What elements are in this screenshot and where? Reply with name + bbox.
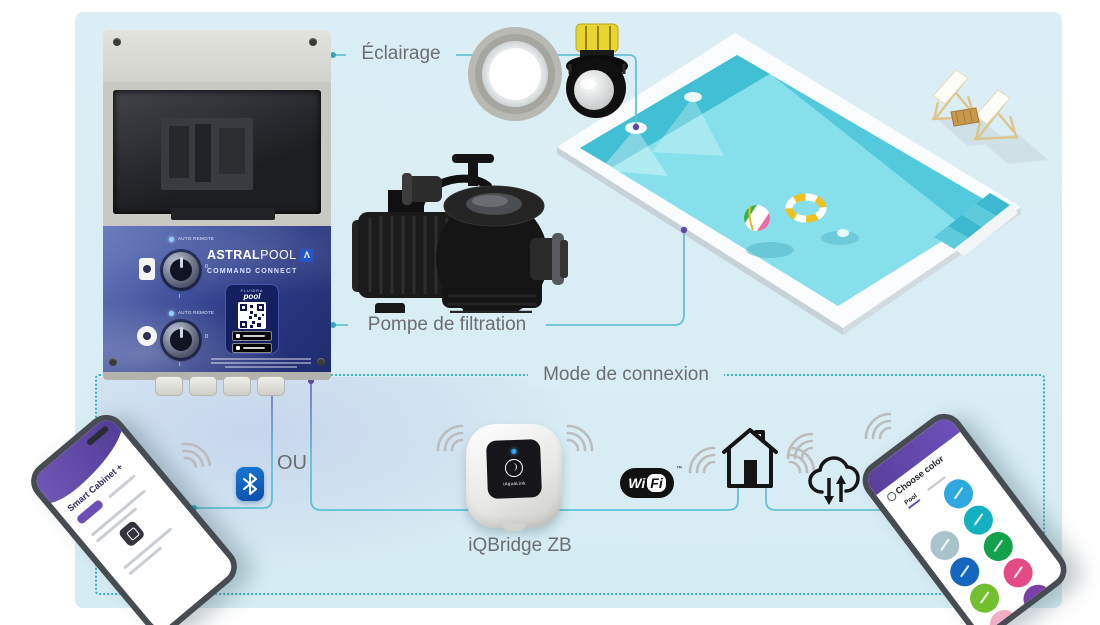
status-led [169,237,174,242]
product-name: COMMAND CONNECT [207,268,298,275]
cable-gland [223,376,251,396]
app-store-badge[interactable] [232,331,272,342]
switch-label: AUTO REMOTE [178,236,215,241]
knob-mark: 0 [205,264,209,270]
fluidra-brand: FLUIDRA [240,288,264,293]
trademark-symbol: ™ [676,466,682,472]
screw-icon [113,38,121,46]
qr-card: FLUIDRA pool [225,284,279,354]
astralpool-mark-icon: Λ [300,248,314,262]
screw-icon [309,38,317,46]
knob-mark: I [179,362,181,368]
or-label: OU [277,452,307,474]
aqualink-brand: iAquaLink [503,480,526,487]
status-led [169,311,174,316]
filtration-icon[interactable] [117,519,146,548]
circuit-breakers [161,118,253,190]
bluetooth-icon [236,467,264,501]
cabinet-window [113,90,321,220]
iqbridge-device: iAquaLink [466,424,562,531]
switch-label: AUTO REMOTE [178,310,215,315]
screw-icon [109,358,117,366]
pump-knob[interactable] [163,322,199,358]
disclaimer-line [211,362,311,364]
knob-mark: I [179,294,181,300]
lighting-knob[interactable] [163,252,199,288]
status-led [510,448,516,455]
bridge-label: iQBridge ZB [468,535,572,556]
cabinet-lid [103,30,331,84]
cable-gland [189,376,217,396]
qr-code [238,302,266,330]
connection-mode-label: Mode de connexion [528,363,724,387]
cable-gland [155,376,183,396]
iqbridge-panel: iAquaLink [486,439,542,499]
wifi-logo: Wi Fi ™ [620,466,682,502]
cabinet-flange [103,372,331,380]
cabinet-window-frame [103,82,331,226]
cabinet-handle[interactable] [171,208,275,220]
google-play-badge[interactable] [232,343,272,353]
disclaimer-line [211,358,311,360]
aqualink-logo-icon [504,458,524,478]
screw-icon [317,358,325,366]
pump-label: Pompe de filtration [348,313,546,337]
pump-icon [137,326,157,346]
knob-mark: 0 [205,334,209,340]
disclaimer-line [225,366,297,368]
cable-gland [257,376,285,396]
light-icon [139,258,155,280]
lighting-label: Éclairage [346,42,456,66]
